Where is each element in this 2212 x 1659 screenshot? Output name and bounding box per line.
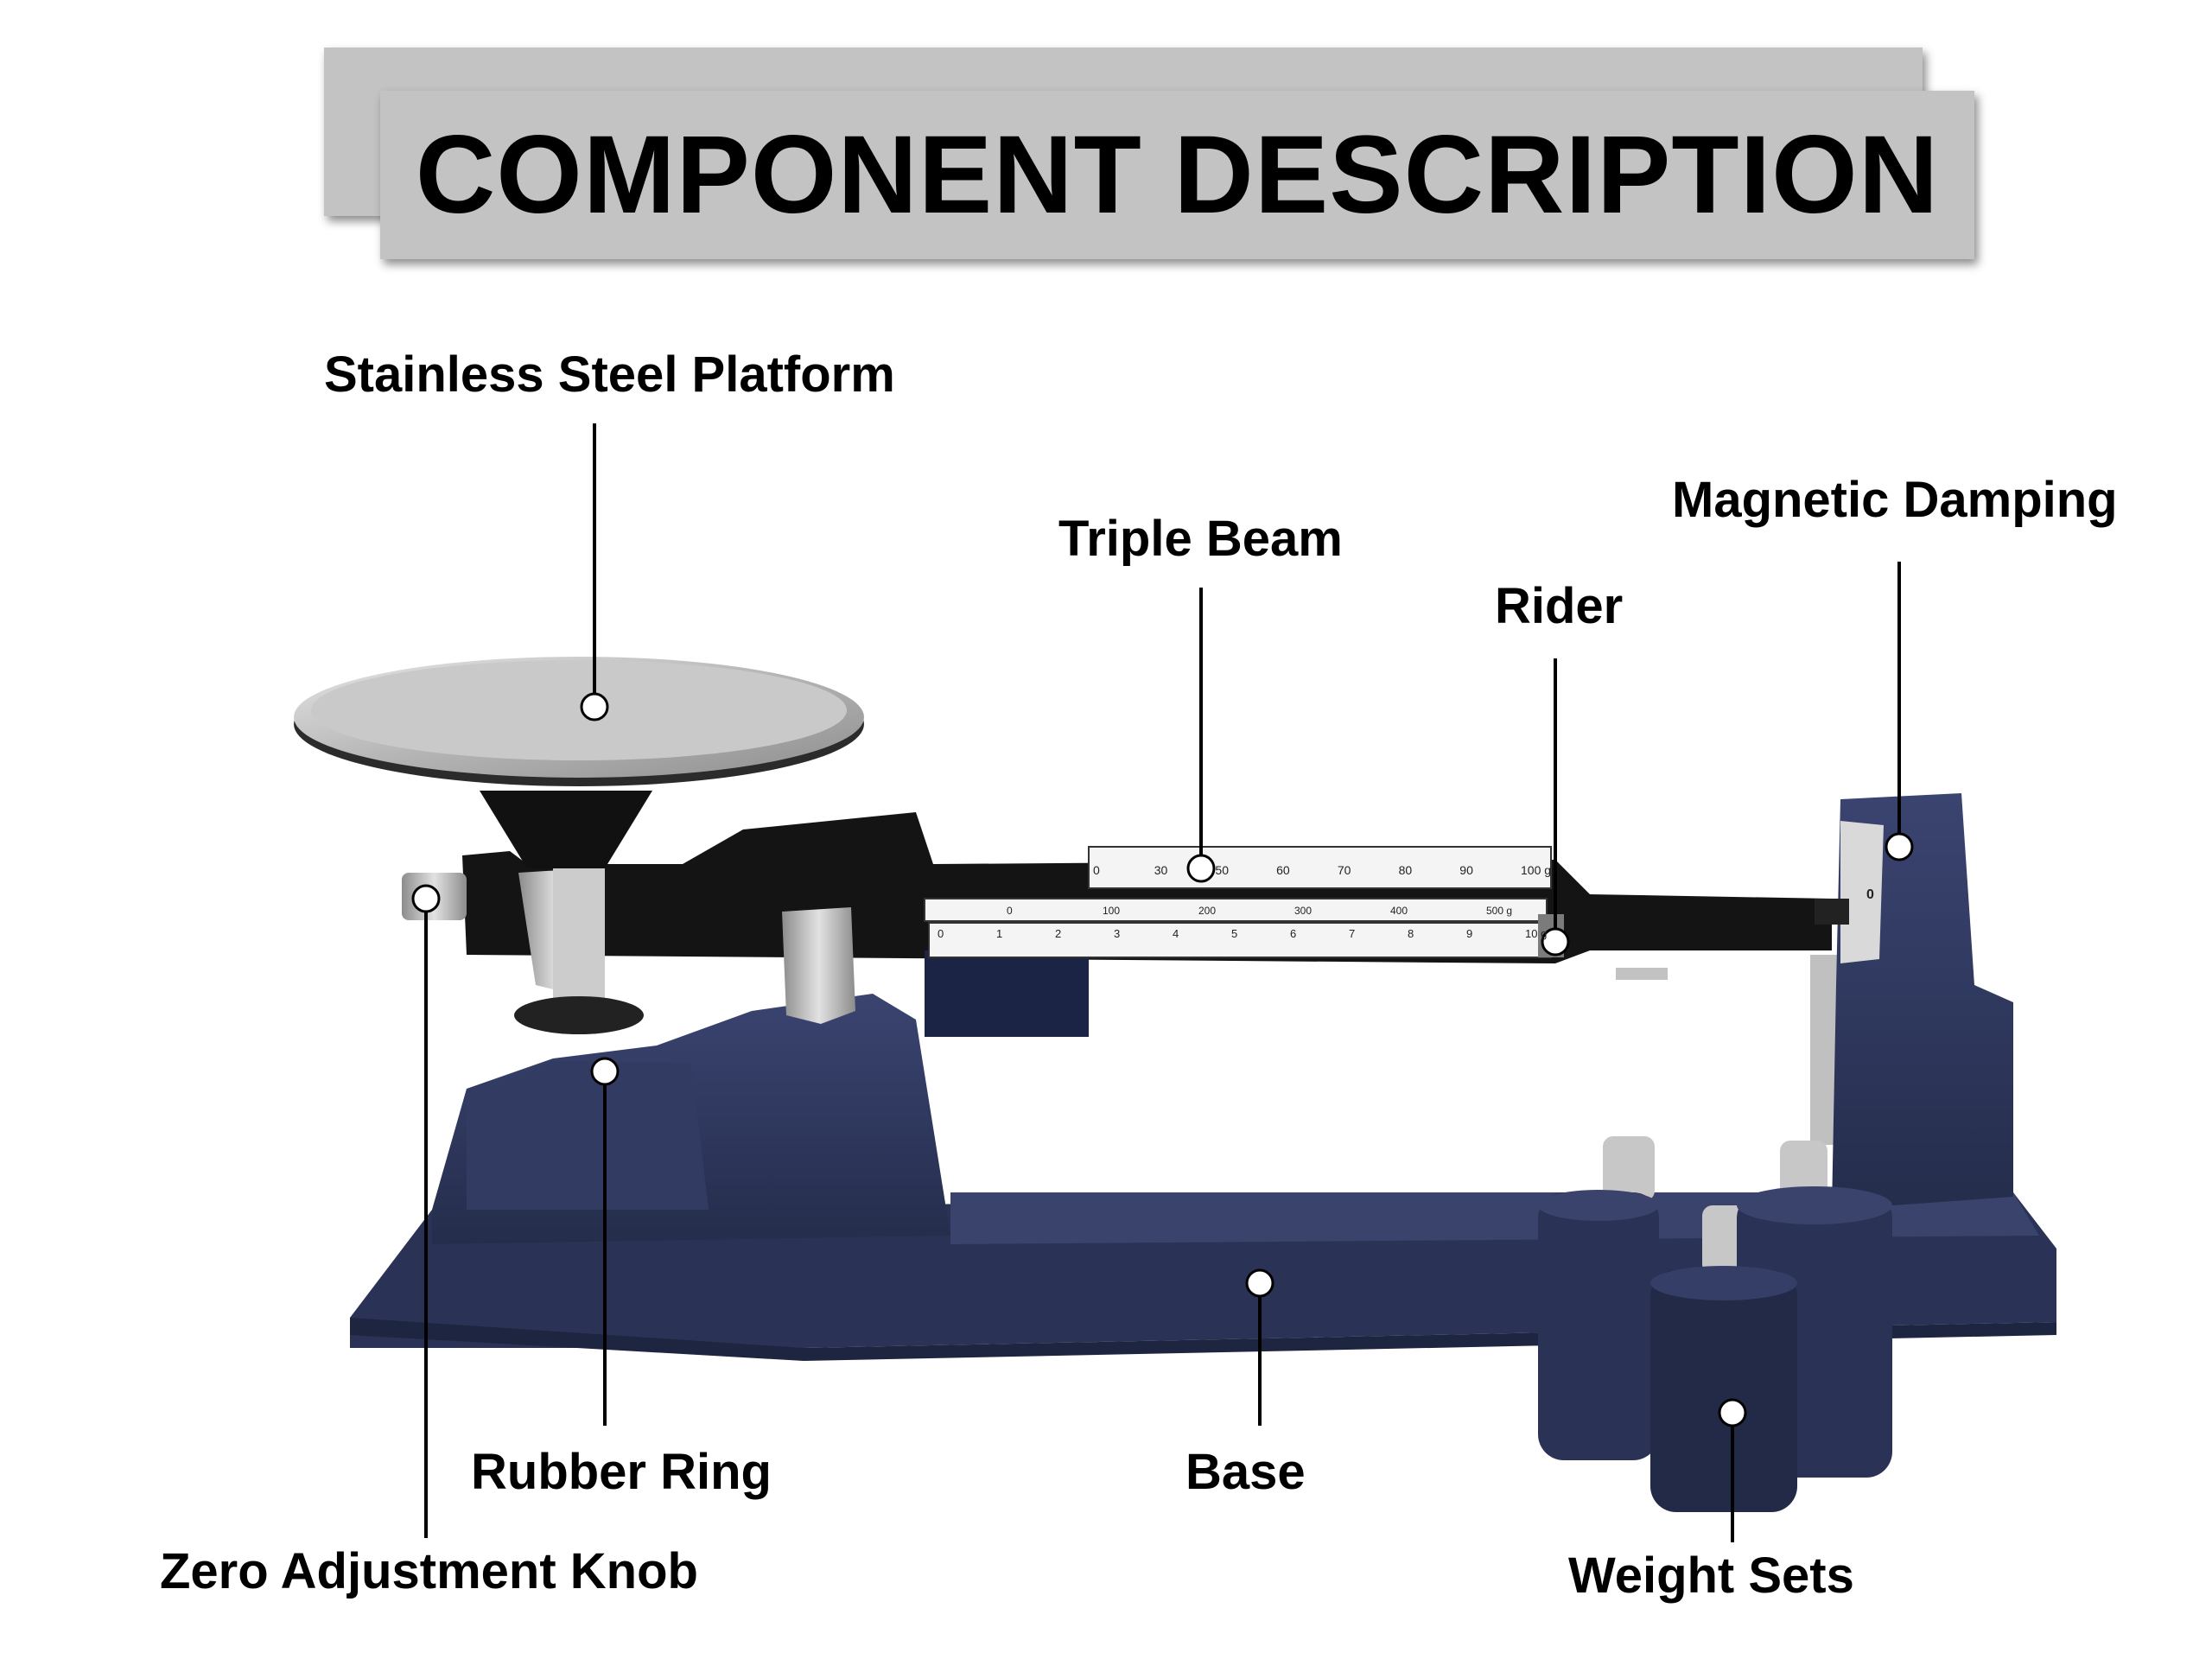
- marker-weight-sets: [1719, 1400, 1745, 1426]
- scale-bottom-tick-label: 4: [1173, 927, 1179, 940]
- scale-middle-tick-label: 300: [1294, 905, 1312, 917]
- marker-platform: [582, 694, 607, 720]
- marker-zero-knob: [413, 886, 439, 912]
- scale-bottom-tick-label: 2: [1055, 927, 1061, 940]
- marker-rubber-ring: [592, 1058, 618, 1084]
- label-stainless-steel-platform: Stainless Steel Platform: [324, 346, 895, 404]
- scale-bottom-tick-label: 5: [1231, 927, 1237, 940]
- label-base: Base: [1185, 1443, 1306, 1501]
- marker-triple-beam: [1188, 855, 1214, 881]
- scale-top-tick-label: 100 g: [1521, 863, 1551, 877]
- marker-base: [1247, 1270, 1273, 1296]
- scale-bottom-tick-label: 0: [938, 927, 944, 940]
- scale-middle-tick-label: 100: [1103, 905, 1120, 917]
- scale-top-tick-label: 30: [1154, 863, 1168, 877]
- scale-bottom-tick-label: 7: [1349, 927, 1355, 940]
- scale-bottom-tick-label: 1: [996, 927, 1002, 940]
- label-rider: Rider: [1495, 577, 1623, 635]
- scale-middle-tick-label: 0: [1007, 905, 1013, 917]
- scale-bottom-tick-label: 8: [1408, 927, 1414, 940]
- scale-bottom-tick-label: 9: [1466, 927, 1472, 940]
- scale-top-tick-label: 90: [1459, 863, 1473, 877]
- scale-top-tick-label: 70: [1338, 863, 1351, 877]
- scale-top-tick-label: 0: [1093, 863, 1100, 877]
- label-zero-adjustment-knob: Zero Adjustment Knob: [160, 1542, 698, 1600]
- marker-magnetic-damping: [1886, 834, 1912, 860]
- scale-middle-tick-label: 400: [1390, 905, 1408, 917]
- scale-top-tick-label: 80: [1399, 863, 1413, 877]
- scale-middle-tick-label: 500 g: [1486, 905, 1512, 917]
- label-rubber-ring: Rubber Ring: [471, 1443, 772, 1501]
- scale-bottom-tick-label: 10 g: [1525, 927, 1547, 940]
- label-magnetic-damping: Magnetic Damping: [1672, 471, 2118, 529]
- scale-bottom-tick-label: 6: [1290, 927, 1296, 940]
- left-pedestal: [432, 994, 950, 1244]
- pointer-zero-label: 0: [1866, 887, 1874, 902]
- label-weight-sets: Weight Sets: [1568, 1547, 1854, 1605]
- label-triple-beam: Triple Beam: [1058, 510, 1343, 568]
- scale-middle-tick-label: 200: [1198, 905, 1216, 917]
- scale-top-tick-label: 50: [1215, 863, 1229, 877]
- scale-bottom-tick-label: 3: [1114, 927, 1120, 940]
- scale-top-tick-label: 60: [1276, 863, 1290, 877]
- right-tower: [1810, 793, 2013, 1210]
